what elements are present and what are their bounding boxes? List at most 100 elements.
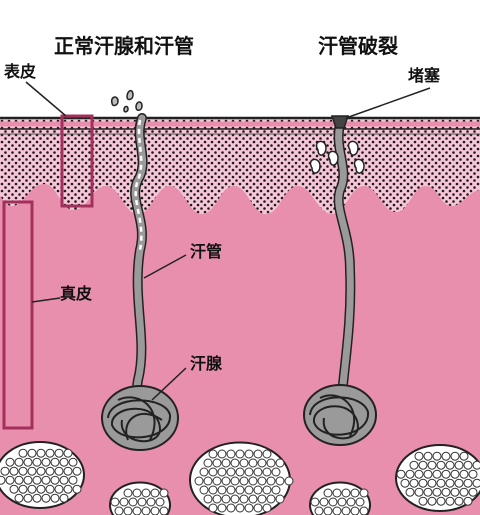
fat-cell <box>239 494 249 504</box>
fat-cell <box>323 488 333 498</box>
fat-cell <box>59 457 69 467</box>
fat-cell <box>262 467 272 477</box>
fat-cell <box>445 478 455 488</box>
fat-cell <box>323 506 333 515</box>
fat-cell <box>253 449 263 459</box>
fat-cell <box>128 497 138 507</box>
fat-cell <box>123 488 133 498</box>
fat-cell <box>9 484 19 494</box>
fat-cell <box>230 476 240 486</box>
fat-cell <box>208 485 218 495</box>
fat-cell <box>414 469 424 479</box>
fat-cell <box>32 457 42 467</box>
label-sweat-gland: 汗腺 <box>190 354 223 373</box>
label-epidermis: 表皮 <box>4 62 37 81</box>
fat-cell <box>350 506 360 515</box>
fat-cell <box>332 506 342 515</box>
fat-cell <box>146 497 156 507</box>
fat-cell <box>355 497 365 507</box>
fat-cell <box>409 460 419 470</box>
fat-cell <box>450 469 460 479</box>
blockage-leader <box>345 87 431 119</box>
fat-cell <box>454 478 464 488</box>
fat-cell <box>244 485 254 495</box>
fat-cell <box>212 476 222 486</box>
fat-cell <box>123 506 133 515</box>
fat-cell <box>36 484 46 494</box>
sweat-droplets <box>110 89 143 113</box>
fat-cell <box>472 460 480 470</box>
fat-cell <box>41 475 51 485</box>
fat-cell <box>275 494 285 504</box>
dermis-highlight-box <box>2 200 34 430</box>
fat-cell <box>235 485 245 495</box>
fat-cell <box>359 488 369 498</box>
fat-cell <box>59 493 69 503</box>
fat-cell <box>248 494 258 504</box>
fat-cell <box>63 484 73 494</box>
fat-cell <box>239 458 249 468</box>
fat-cell <box>432 469 442 479</box>
fat-cell <box>337 497 347 507</box>
fat-cell <box>468 469 478 479</box>
fat-cell <box>41 493 51 503</box>
fat-cell <box>5 457 15 467</box>
fat-cell <box>275 458 285 468</box>
fat-cell <box>432 451 442 461</box>
epidermis-highlight-box <box>60 114 94 208</box>
normal-sweat-gland <box>101 385 179 451</box>
fat-cell <box>50 475 60 485</box>
fat-cell <box>248 458 258 468</box>
fat-cell <box>221 494 231 504</box>
fat-cell <box>405 469 415 479</box>
title-normal: 正常汗腺和汗管 <box>54 34 194 58</box>
fat-cell <box>350 488 360 498</box>
fat-cell <box>72 484 82 494</box>
fat-cell <box>459 469 469 479</box>
fat-cell <box>454 460 464 470</box>
fat-cell <box>235 467 245 477</box>
fat-cell <box>203 458 213 468</box>
fat-cell <box>341 506 351 515</box>
fat-cell <box>244 467 254 477</box>
fat-cell <box>253 485 263 495</box>
fat-cell <box>463 478 473 488</box>
fat-cell <box>427 478 437 488</box>
fat-cell <box>132 488 142 498</box>
fat-cell <box>141 488 151 498</box>
fat-cell <box>310 497 320 507</box>
fat-cell <box>441 451 451 461</box>
fat-cell <box>208 449 218 459</box>
fat-cell <box>18 484 28 494</box>
fat-cell <box>262 503 272 513</box>
fat-cell <box>275 476 285 486</box>
fat-cell <box>217 449 227 459</box>
fat-cell <box>427 496 437 506</box>
fat-cell <box>332 488 342 498</box>
fat-cell <box>262 485 272 495</box>
blockage-plug <box>330 115 350 129</box>
fat-cell <box>63 448 73 458</box>
fat-cell <box>454 496 464 506</box>
title-ruptured: 汗管破裂 <box>318 34 398 58</box>
fat-cell <box>359 506 369 515</box>
fat-cell <box>271 485 281 495</box>
fat-cell <box>208 467 218 477</box>
fat-cell <box>217 503 227 513</box>
fat-cell <box>54 466 64 476</box>
fat-cell <box>314 506 324 515</box>
fat-cell <box>328 497 338 507</box>
fat-cell <box>253 467 263 477</box>
fat-cell <box>114 506 124 515</box>
fat-cell <box>45 466 55 476</box>
fat-cell <box>445 460 455 470</box>
fat-cell <box>199 485 209 495</box>
fat-cell <box>405 487 415 497</box>
fat-cell <box>459 487 469 497</box>
fat-cell <box>0 466 10 476</box>
fat-cell <box>441 487 451 497</box>
fat-cell <box>418 460 428 470</box>
fat-cell <box>155 497 165 507</box>
fat-cell <box>14 493 24 503</box>
fat-cell <box>284 476 294 486</box>
